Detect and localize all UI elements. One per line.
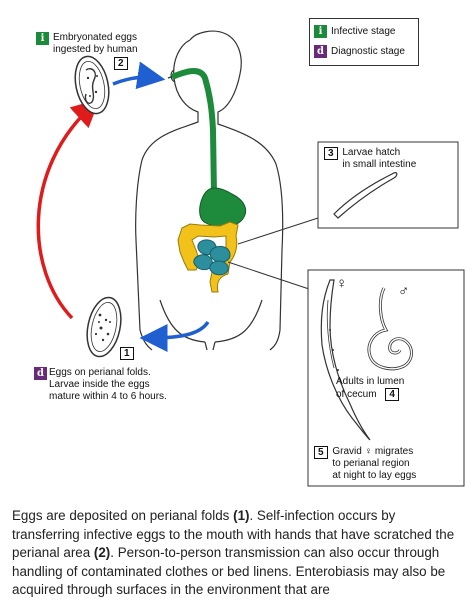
stage-5-line1: Gravid ♀ migrates [332, 446, 414, 457]
legend: i Infective stage d Diagnostic stage [309, 18, 419, 66]
stage-3-line1: Larvae hatch [342, 147, 401, 158]
perianal-arrow [139, 320, 210, 352]
description-paragraph: Eggs are deposited on perianal folds (1)… [12, 508, 455, 597]
stage-2-number: 2 [114, 57, 128, 70]
male-symbol: ♂ [398, 283, 410, 300]
infective-stage-icon: i [314, 25, 327, 38]
lifecycle-diagram [36, 30, 465, 487]
embryonated-egg [74, 55, 110, 115]
self-infection-arrow [36, 98, 100, 320]
stage-1-line2: Larvae inside the eggs [49, 379, 150, 390]
legend-diagnostic-label: Diagnostic stage [331, 46, 405, 57]
stage-5-number: 5 [314, 446, 328, 459]
female-worm [320, 279, 371, 441]
stage-2-line2: ingested by human [53, 44, 138, 55]
stage-1-line1: Eggs on perianal folds. [49, 367, 151, 378]
adults-box [307, 269, 465, 487]
ref-1: (1) [233, 508, 250, 523]
larva-drawing [333, 172, 398, 219]
stage-4-line2: of cecum [336, 389, 377, 400]
stage-5-line3: at night to lay eggs [332, 470, 417, 481]
legend-infective: i Infective stage [314, 25, 395, 38]
male-worm [367, 287, 413, 371]
ref-2: (2) [93, 545, 111, 560]
stage-2-line1: Embryonated eggs [53, 32, 137, 43]
diagnostic-stage-icon: d [314, 45, 327, 58]
small-intestine [193, 239, 231, 276]
esophagus-stomach [170, 68, 247, 228]
diagnostic-stage-icon: d [34, 367, 47, 380]
perianal-egg [86, 296, 122, 358]
legend-diagnostic: d Diagnostic stage [314, 45, 405, 58]
leader-lines [227, 217, 319, 291]
stage-5-line2: to perianal region [332, 458, 410, 469]
stage-4-number: 4 [385, 388, 399, 401]
infective-stage-icon: i [36, 32, 49, 45]
legend-infective-label: Infective stage [331, 26, 396, 37]
stage-3-line2: in small intestine [342, 159, 417, 170]
ingestion-arrow [112, 61, 166, 90]
stage-4-line1: Adults in lumen [336, 376, 405, 387]
stage-4-label: Adults in lumen of cecum 4 [336, 376, 404, 401]
stage-1-line3: mature within 4 to 6 hours. [49, 391, 167, 402]
stage-3-number: 3 [324, 147, 338, 160]
female-symbol: ♀ [336, 275, 348, 292]
stage-1-number: 1 [120, 347, 134, 360]
